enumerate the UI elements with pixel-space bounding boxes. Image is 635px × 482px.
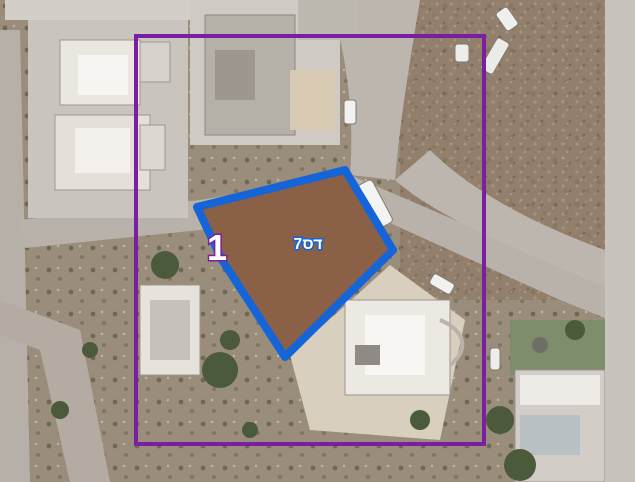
- parcel-outline[interactable]: [193, 166, 397, 361]
- building-west: [139, 284, 201, 376]
- parcel-number: 1: [207, 227, 227, 268]
- parcel-ground: [197, 170, 393, 357]
- building-south-east: [290, 265, 465, 440]
- building-north: [190, 0, 358, 145]
- trees: [51, 251, 585, 481]
- building-cluster-east: [510, 0, 635, 482]
- building-cluster-north-west: [5, 0, 195, 218]
- area-frame: [134, 34, 486, 446]
- parcel-label: דס7: [294, 236, 323, 253]
